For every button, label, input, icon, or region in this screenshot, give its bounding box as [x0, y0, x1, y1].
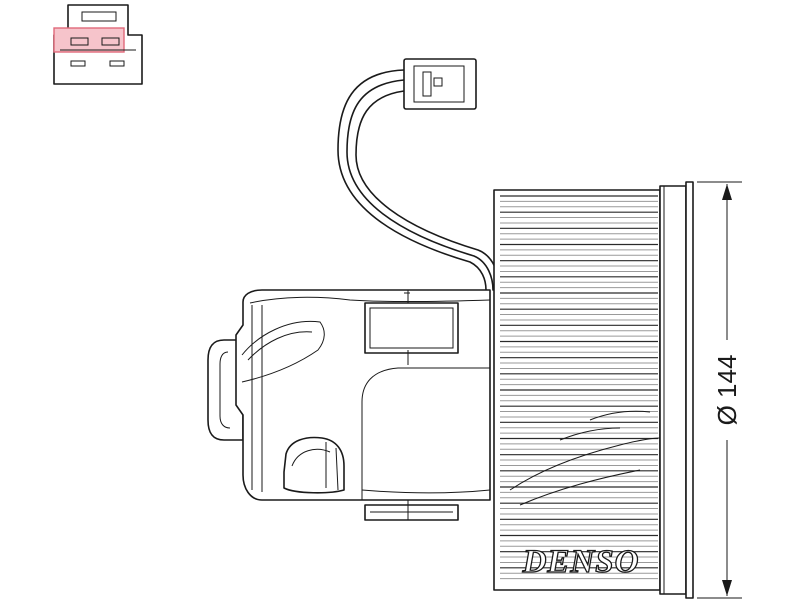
diameter-dimension: Ø 144	[697, 181, 742, 599]
connector-pinout-diagram	[53, 4, 143, 85]
dimension-arrow-bottom	[722, 580, 732, 596]
cooling-vent	[283, 436, 345, 494]
fan-blades	[500, 195, 658, 580]
brand-logo-text: DENSO	[522, 544, 640, 580]
wire-harness	[337, 69, 501, 291]
connector-pin	[70, 37, 89, 46]
mounting-tab	[364, 302, 459, 354]
dimension-arrow-top	[722, 184, 732, 200]
fan-rim-flange	[685, 181, 694, 599]
motor-end-cap	[207, 339, 244, 441]
blower-fan-wheel	[493, 181, 694, 599]
denso-logo: DENSO	[521, 543, 640, 580]
connector-pin	[101, 37, 120, 46]
wire-plug	[403, 58, 477, 110]
connector-highlight-zone	[53, 27, 125, 53]
motor-housing	[207, 289, 491, 521]
diameter-label: Ø 144	[712, 355, 742, 426]
